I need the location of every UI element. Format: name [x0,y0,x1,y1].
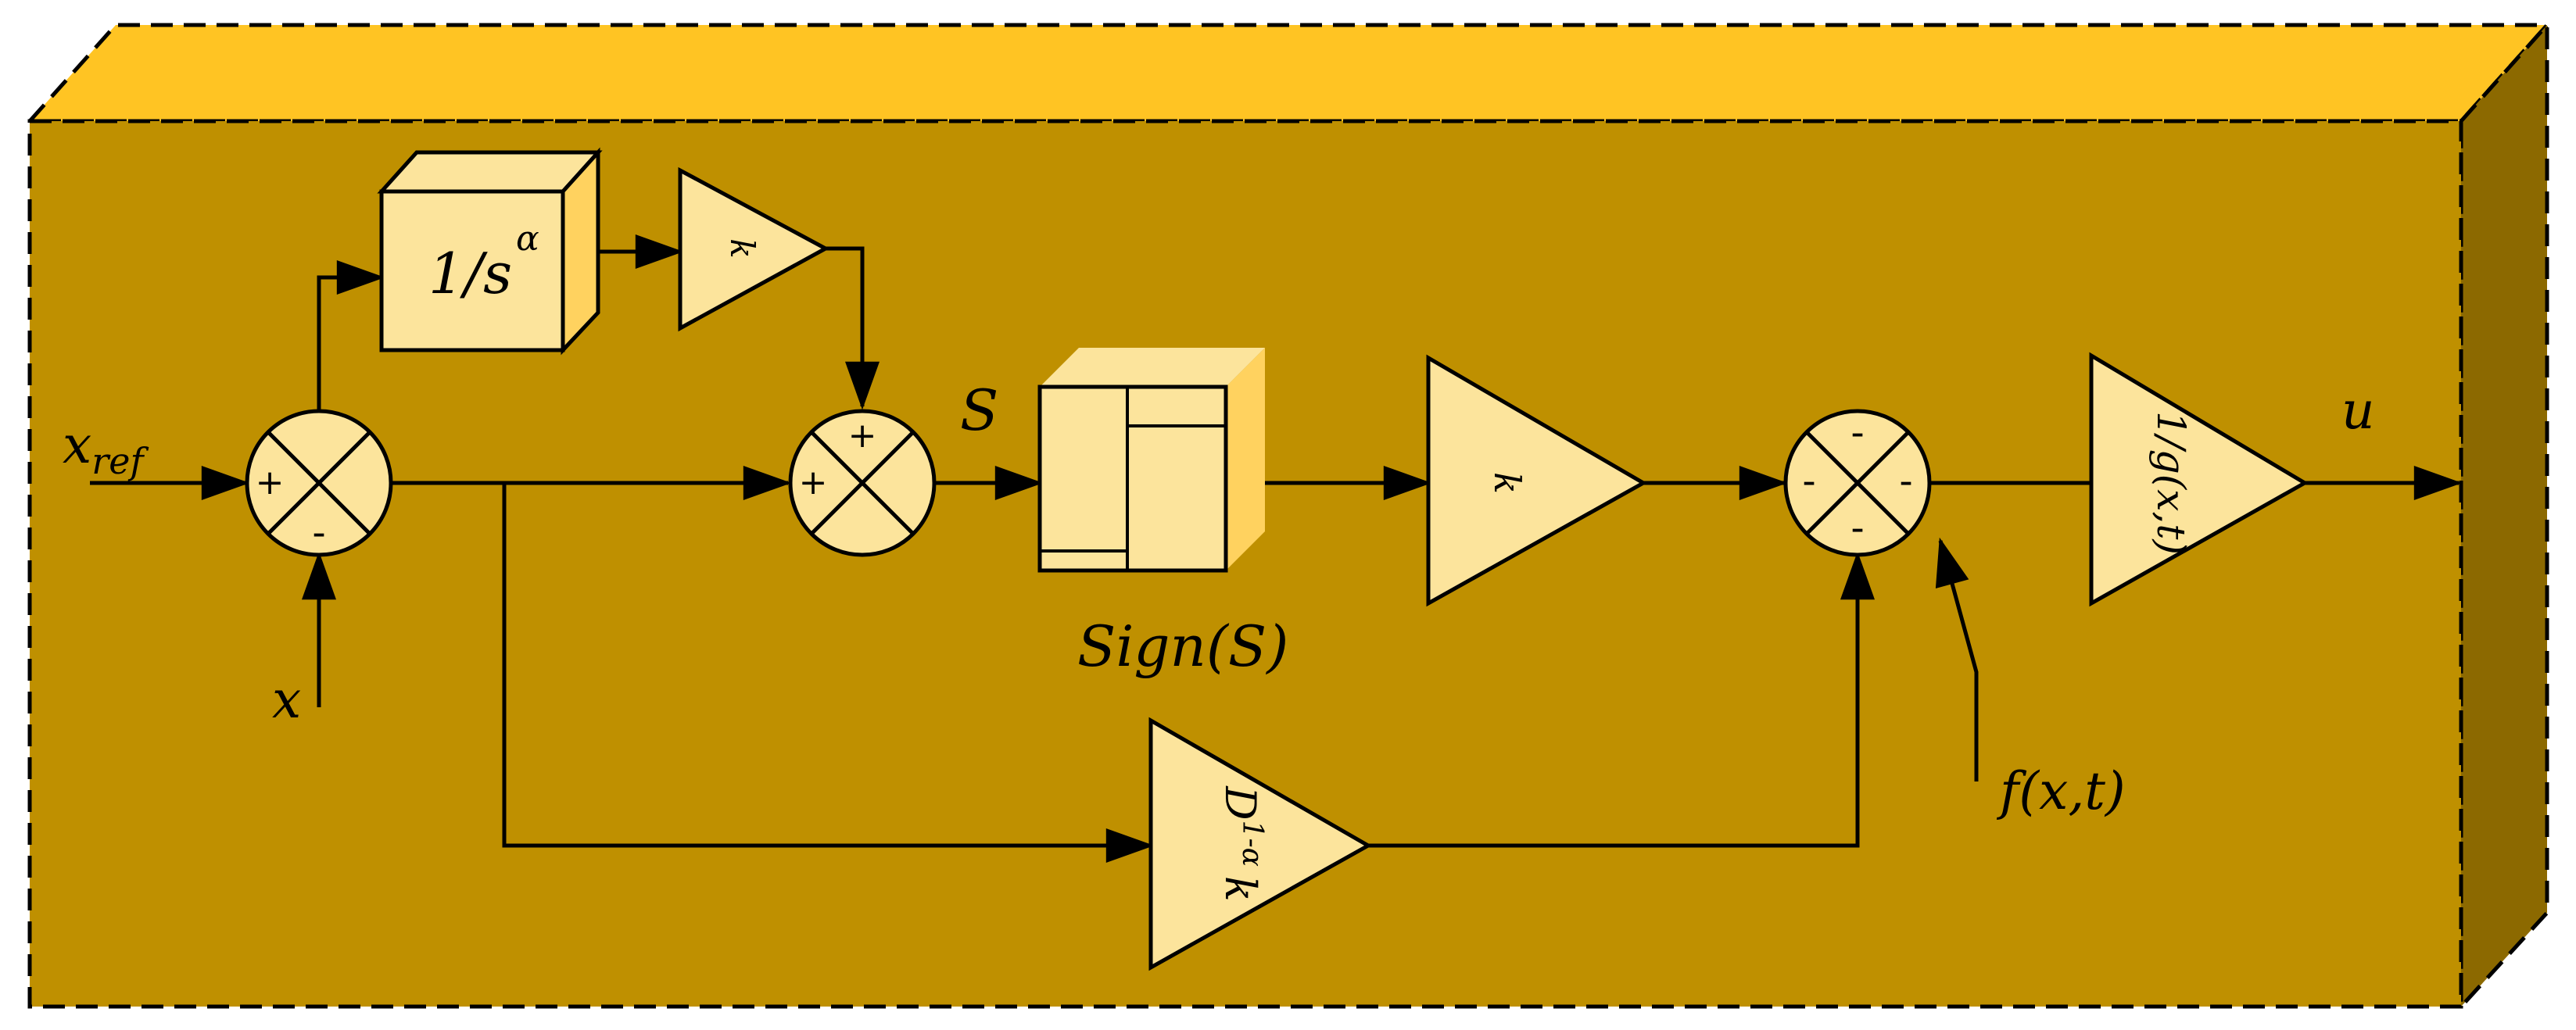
sum3-top-sign: - [1850,411,1864,455]
fractional-integrator-block: 1/s α [377,147,603,356]
panel-side-face [2459,20,2549,1012]
sum2-top-sign: + [848,416,877,456]
output-u-label: u [2341,381,2375,441]
inverse-g-block: 1/g(x,t) [2089,352,2309,607]
fractional-derivative-gain-block: D1-α k [1148,717,1373,971]
svg-text:xref: xref [63,415,149,482]
sum-junction-1: + - [245,409,393,557]
main-gain-label: k [1486,472,1528,494]
signal-wires [90,234,2463,863]
upper-gain-label: k [723,238,761,258]
sum-junction-2: + + [788,409,937,557]
frac-gain-k: k [1216,876,1265,902]
svg-text:1/s: 1/s [428,241,512,306]
sum3-left-sign: - [1802,460,1815,503]
integrator-exponent: α [516,219,539,259]
x-ref-label: x [63,415,91,475]
x-input-label: x [272,670,301,730]
disturbance-label: f(x,t) [1996,761,2126,821]
inverse-g-label: 1/g(x,t) [2148,411,2194,555]
sign-block-label: Sign(S) [1077,613,1288,679]
sum1-bottom-sign: - [312,511,325,555]
integrator-label: 1/s [428,241,512,306]
sign-function-block [1037,348,1265,573]
svg-text:D1-αk: D1-α k [1216,785,1268,901]
frac-gain-base: D [1216,785,1265,820]
sum3-right-sign: - [1899,460,1912,503]
sum1-left-sign: + [256,463,285,502]
main-gain-block: k [1426,354,1648,607]
upper-gain-block: k [678,166,830,332]
panel-top-face [25,23,2552,123]
x-ref-subscript: ref [91,440,149,482]
sum-junction-3: - - - - [1783,409,1932,557]
sum2-left-sign: + [799,463,828,502]
sum3-bottom-sign: - [1850,506,1864,550]
frac-gain-exponent: 1-α [1236,821,1268,867]
s-signal-label: S [960,377,998,443]
